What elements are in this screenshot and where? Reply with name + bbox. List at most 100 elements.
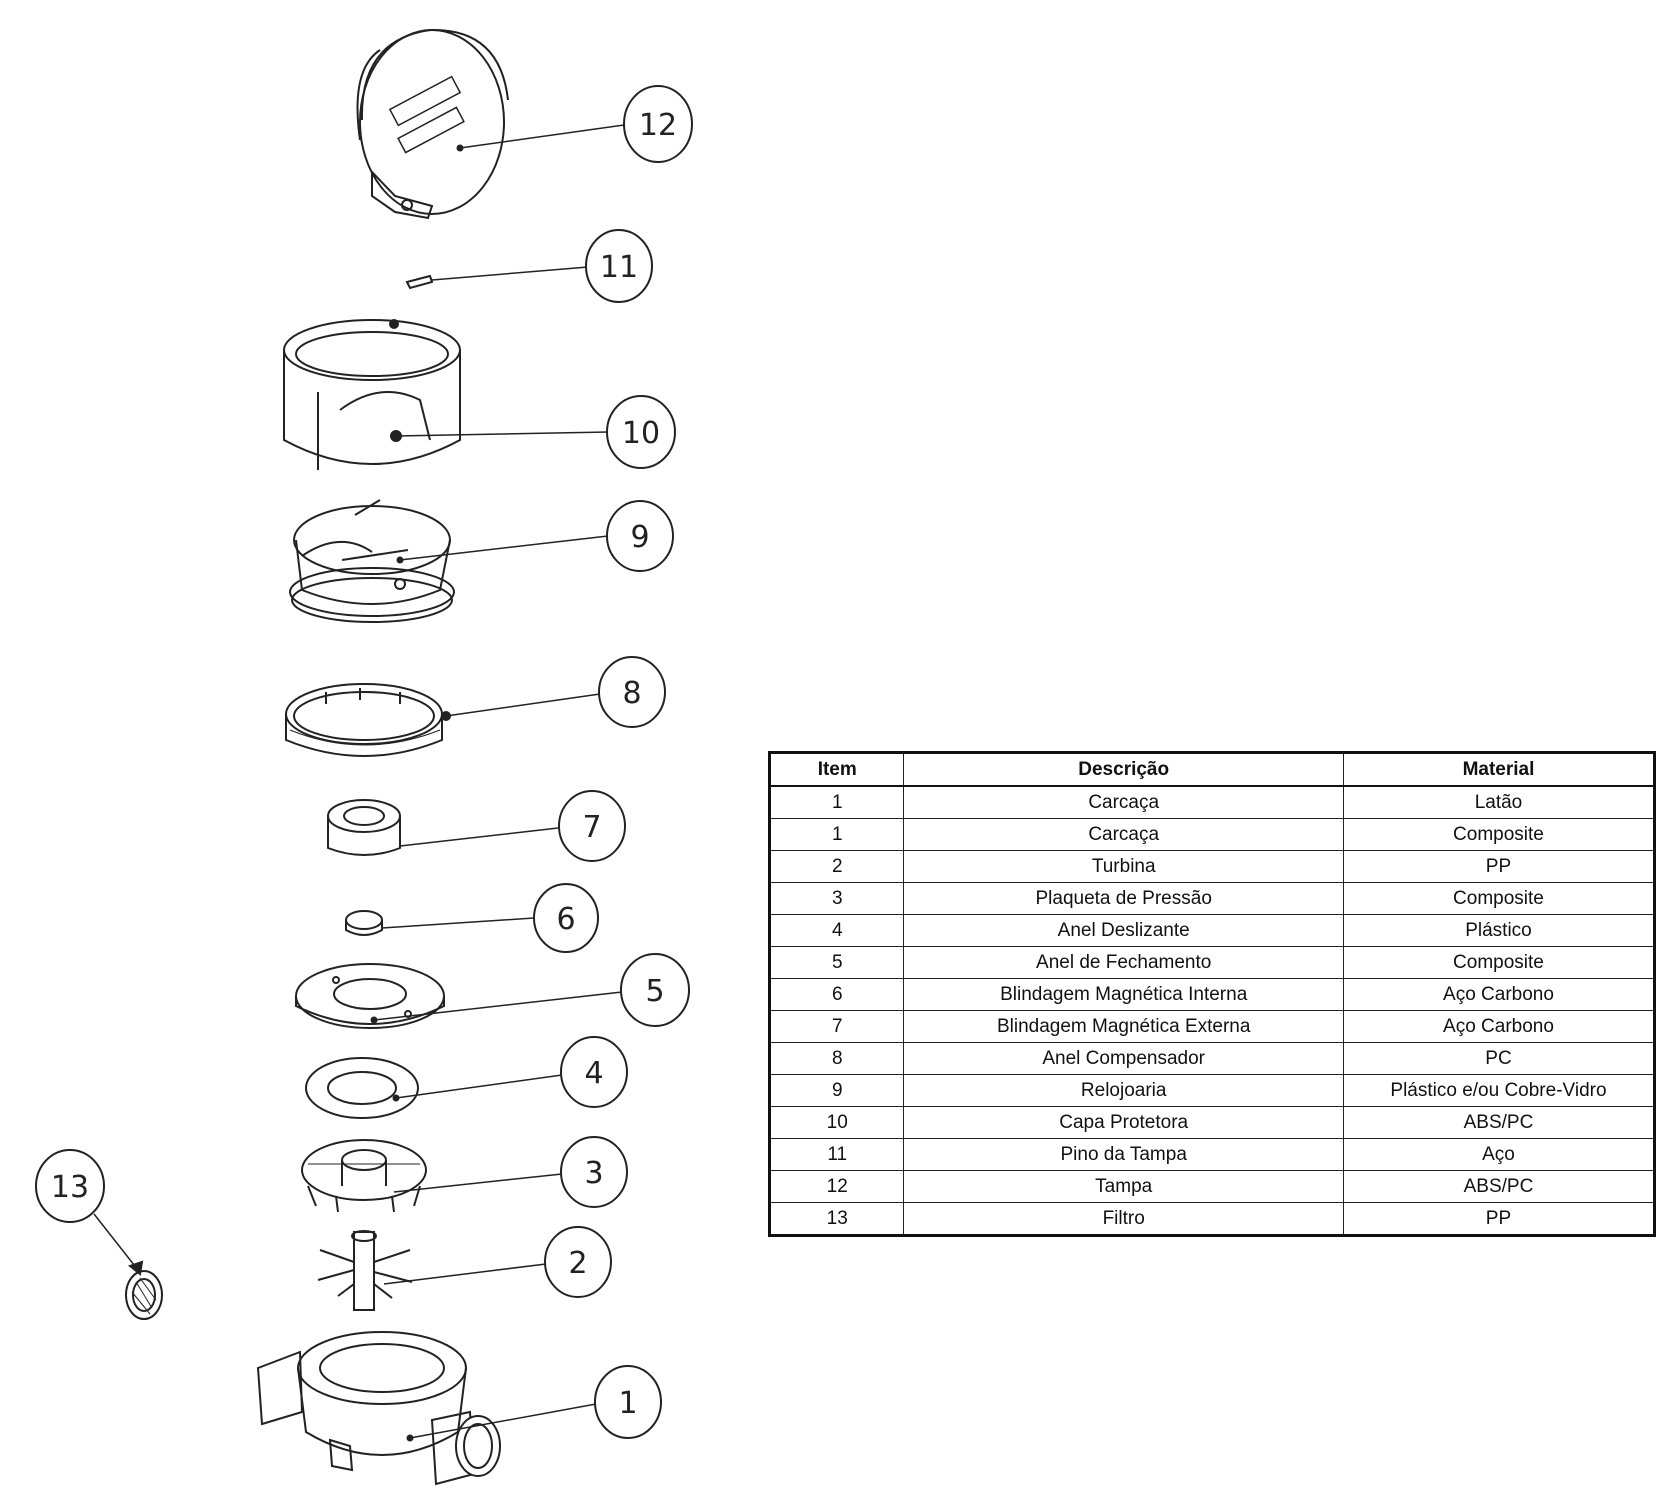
cell-item: 12 — [768, 1170, 905, 1203]
callout-5-label: 5 — [645, 974, 664, 1009]
part-7-outer-shield-drawing — [327, 799, 401, 856]
cell-description: Anel Compensador — [903, 1042, 1344, 1075]
part-10-protective-cap-drawing — [283, 319, 461, 470]
callout-4-label: 4 — [584, 1056, 603, 1091]
callout-10-label: 10 — [622, 416, 660, 451]
cell-material: PC — [1342, 1042, 1656, 1075]
cell-item: 1 — [768, 785, 905, 819]
part-4-sliding-ring-drawing — [305, 1057, 419, 1119]
cell-item: 4 — [768, 914, 905, 947]
cell-material: PP — [1342, 1202, 1656, 1236]
callout-8-label: 8 — [622, 676, 641, 711]
callout-13: 13 — [35, 1149, 144, 1276]
cell-description: Tampa — [903, 1170, 1344, 1203]
header-description: Descrição — [903, 752, 1344, 787]
callout-1-label: 1 — [618, 1386, 637, 1421]
callout-11-label: 11 — [600, 250, 638, 285]
cell-material: Aço Carbono — [1342, 1010, 1656, 1043]
callout-2-label: 2 — [568, 1246, 587, 1281]
cell-item: 13 — [768, 1202, 905, 1236]
callout-1: 1 — [406, 1365, 662, 1442]
part-13-filter-drawing — [125, 1270, 163, 1320]
cell-item: 1 — [768, 818, 905, 851]
cell-item: 11 — [768, 1138, 905, 1171]
cell-description: Capa Protetora — [903, 1106, 1344, 1139]
callout-9-label: 9 — [630, 520, 649, 555]
cell-description: Anel de Fechamento — [903, 946, 1344, 979]
cell-item: 7 — [768, 1010, 905, 1043]
cell-description: Anel Deslizante — [903, 914, 1344, 947]
cell-material: Composite — [1342, 882, 1656, 915]
part-11-pin-drawing — [405, 274, 434, 290]
cell-item: 10 — [768, 1106, 905, 1139]
cell-description: Blindagem Magnética Interna — [903, 978, 1344, 1011]
cell-material: Aço — [1342, 1138, 1656, 1171]
cell-material: ABS/PC — [1342, 1170, 1656, 1203]
cell-item: 9 — [768, 1074, 905, 1107]
callout-12: 12 — [456, 85, 693, 163]
cell-item: 5 — [768, 946, 905, 979]
cell-description: Blindagem Magnética Externa — [903, 1010, 1344, 1043]
part-8-compensator-ring-drawing — [285, 683, 451, 757]
table-header-row: Item Descrição Material — [768, 752, 1656, 787]
callout-5: 5 — [370, 953, 690, 1027]
cell-material: Aço Carbono — [1342, 978, 1656, 1011]
callout-6: 6 — [381, 883, 599, 953]
part-1-body-drawing — [256, 1331, 501, 1486]
cell-item: 6 — [768, 978, 905, 1011]
callout-4: 4 — [395, 1036, 628, 1108]
cell-description: Plaqueta de Pressão — [903, 882, 1344, 915]
cell-item: 8 — [768, 1042, 905, 1075]
callout-3: 3 — [393, 1136, 628, 1208]
callout-2: 2 — [383, 1226, 612, 1298]
callout-12-label: 12 — [639, 108, 677, 143]
cell-description: Pino da Tampa — [903, 1138, 1344, 1171]
cell-material: PP — [1342, 850, 1656, 883]
callout-8: 8 — [445, 656, 666, 728]
callout-9: 9 — [396, 500, 674, 572]
cell-item: 2 — [768, 850, 905, 883]
cell-material: Plástico e/ou Cobre-Vidro — [1342, 1074, 1656, 1107]
part-3-pressure-plate-drawing — [301, 1139, 427, 1213]
cell-material: Latão — [1342, 785, 1656, 819]
part-9-register-drawing — [289, 499, 455, 623]
cell-material: Plástico — [1342, 914, 1656, 947]
callout-7-label: 7 — [582, 810, 601, 845]
part-6-inner-shield-drawing — [345, 910, 383, 936]
cell-description: Carcaça — [903, 818, 1344, 851]
callout-13-label: 13 — [51, 1170, 89, 1205]
part-5-closing-ring-drawing — [295, 963, 445, 1029]
part-12-cover-drawing — [356, 28, 509, 220]
callout-11: 11 — [431, 229, 653, 303]
cell-description: Relojoaria — [903, 1074, 1344, 1107]
cell-material: Composite — [1342, 946, 1656, 979]
part-2-turbine-drawing — [317, 1230, 413, 1311]
header-item: Item — [768, 752, 905, 787]
cell-description: Turbina — [903, 850, 1344, 883]
callout-10: 10 — [395, 395, 676, 469]
cell-item: 3 — [768, 882, 905, 915]
callout-6-label: 6 — [556, 902, 575, 937]
cell-material: ABS/PC — [1342, 1106, 1656, 1139]
cell-description: Filtro — [903, 1202, 1344, 1236]
callout-7: 7 — [399, 790, 626, 862]
cell-material: Composite — [1342, 818, 1656, 851]
header-material: Material — [1342, 752, 1656, 787]
cell-description: Carcaça — [903, 785, 1344, 819]
